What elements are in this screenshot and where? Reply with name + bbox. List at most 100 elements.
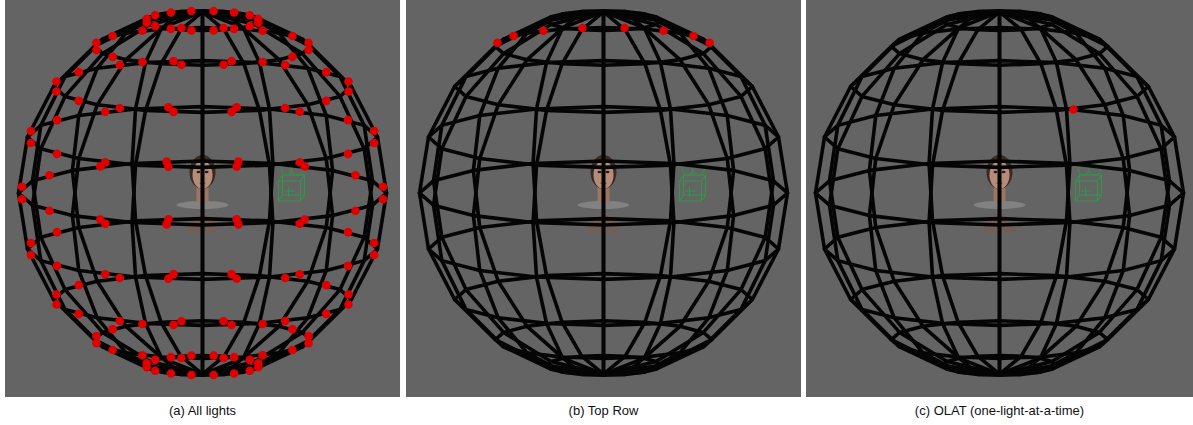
light-dot [108,325,117,334]
light-dot [209,7,218,16]
light-dot [227,57,236,66]
light-dot [101,270,110,279]
light-dot [288,346,297,355]
light-dot [142,14,151,23]
light-dot [232,274,241,283]
light-dot [27,239,36,248]
light-dot [281,104,290,113]
light-dot [245,22,254,31]
light-dot [52,87,61,96]
light-dot [234,220,243,229]
light-dots [1069,105,1078,114]
light-dot [295,270,304,279]
light-dot [101,107,110,116]
light-dot [288,32,297,41]
light-dot [322,97,331,106]
light-dot [45,206,54,215]
light-dot [344,290,353,299]
light-dot [164,274,173,283]
panel-caption: (a) All lights [169,403,236,419]
light-dot [379,195,388,204]
light-dot [74,97,83,106]
light-dot [92,46,101,55]
light-dot [151,356,160,365]
light-dot [281,274,290,283]
light-dot [322,310,331,319]
panel-background [5,0,400,397]
light-dot [187,371,196,380]
light-dot [230,8,239,17]
camera-wireframe [279,163,305,201]
light-dot [1069,105,1078,114]
light-dot [177,61,186,70]
light-dot [18,195,27,204]
light-dot [493,38,502,47]
light-dot [209,351,218,360]
light-dot [620,24,629,33]
light-dot [177,354,186,363]
light-dot [227,108,236,117]
light-dot [115,61,124,70]
light-dot [167,353,176,362]
light-dot [539,26,548,35]
light-dot [74,68,83,77]
light-dot [304,332,313,341]
light-dot [187,351,196,360]
light-stage-sphere [420,11,788,375]
light-dot [52,300,61,309]
light-dot [281,317,290,326]
light-stage-panel [806,0,1193,397]
light-dot [227,321,236,330]
light-dot [167,8,176,17]
light-dot [209,371,218,380]
light-dot [151,11,160,20]
light-dot [151,22,160,31]
light-dot [115,274,124,283]
light-stage-panel [406,0,801,397]
light-dot [230,369,239,378]
light-dot [578,24,587,33]
light-dot [344,87,353,96]
light-dot [344,77,353,86]
light-dot [108,53,117,62]
light-dot [27,139,36,148]
light-dot [142,359,151,368]
light-dot [258,351,267,360]
light-dot [219,317,228,326]
light-dot [659,26,668,35]
light-dot [370,239,379,248]
light-dot [92,38,101,47]
light-dot [370,251,379,260]
light-dot [304,339,313,348]
light-dot [230,353,239,362]
light-dot [288,53,297,62]
light-dot [230,25,239,34]
light-dot [167,25,176,34]
light-dot [115,104,124,113]
light-dot [52,77,61,86]
light-dot [245,356,254,365]
light-dot [27,251,36,260]
light-dot [281,61,290,70]
light-dot [53,228,62,237]
panel-background [406,0,801,397]
light-dot [96,215,105,224]
light-dot [344,228,353,237]
light-dot [258,320,267,329]
light-dot [92,339,101,348]
light-dot [245,367,254,376]
panel-background [806,0,1193,397]
light-dot [169,108,178,117]
light-dot [74,310,83,319]
light-dot [53,262,62,271]
light-dot [295,158,304,167]
light-dot [370,127,379,136]
light-dot [167,369,176,378]
light-dot [151,367,160,376]
light-dot [288,325,297,334]
light-dots [493,24,714,47]
light-dot [138,58,147,67]
light-dot [344,300,353,309]
light-dot [138,320,147,329]
